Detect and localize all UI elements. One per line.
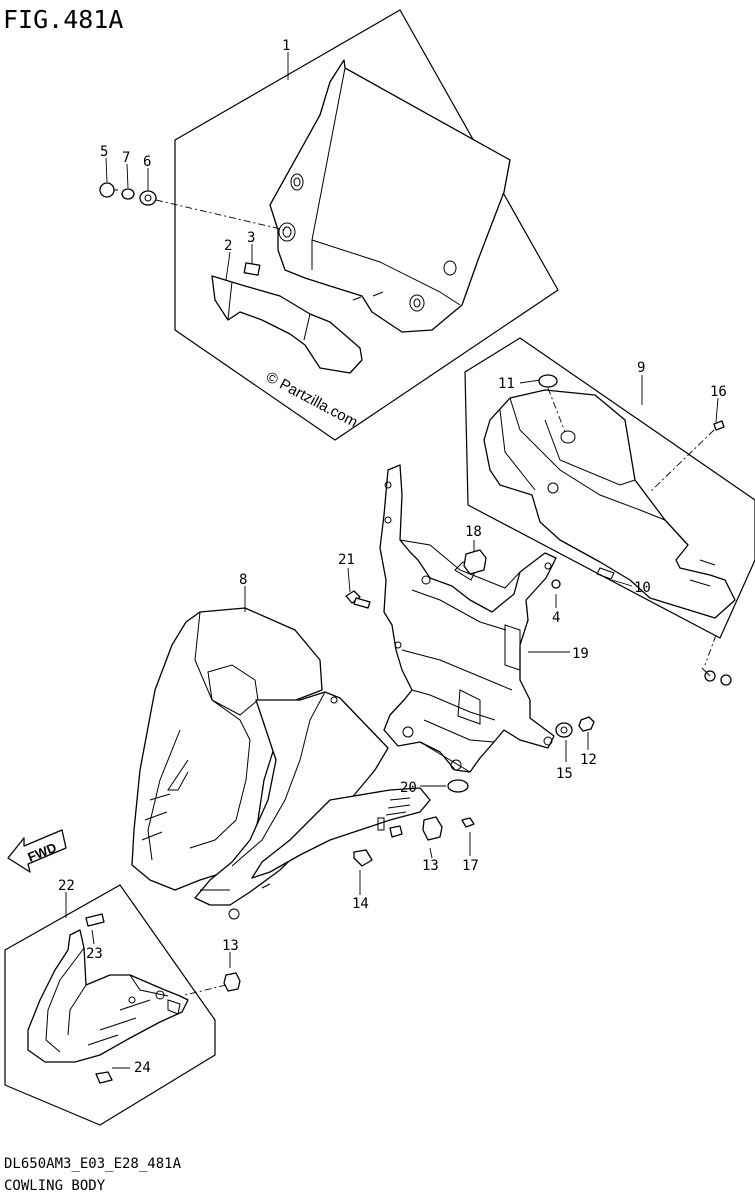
screw-part-16 (713, 420, 725, 431)
figure-caption: COWLING BODY (4, 1178, 106, 1194)
callout-5: 5 (100, 144, 108, 160)
callout-9: 9 (637, 360, 645, 376)
forward-direction-arrow: FWD (7, 829, 67, 873)
clip-part-24 (95, 1071, 113, 1084)
cowling-bracket-group (345, 464, 595, 793)
callout-numbers: 1 2 3 4 5 6 7 8 9 10 11 12 13 13 14 15 1… (58, 38, 727, 1076)
callout-10: 10 (634, 580, 651, 596)
grommet-part-11 (538, 374, 558, 388)
deflector-part-2 (211, 275, 363, 374)
group-22-boundary (4, 884, 216, 1126)
upper-cowl-group (131, 586, 475, 920)
callout-7: 7 (122, 150, 130, 166)
callout-19: 19 (572, 646, 589, 662)
callout-6: 6 (143, 154, 151, 170)
callout-4: 4 (552, 610, 560, 626)
bolt-part-12 (578, 716, 595, 732)
label-part-23 (85, 913, 105, 927)
meter-panel-part (483, 389, 736, 619)
side-cowl-panel (194, 691, 389, 906)
callout-22: 22 (58, 878, 75, 894)
callout-11: 11 (498, 376, 515, 392)
bolt-part-center (389, 825, 403, 838)
figure-title: FIG.481A (3, 5, 123, 34)
bracket-part-19 (379, 464, 557, 773)
nut-part-13 (422, 816, 443, 841)
callout-23: 23 (86, 946, 103, 962)
windscreen-part (269, 59, 511, 333)
lower-cowl-group (4, 884, 241, 1126)
callout-16: 16 (710, 384, 727, 400)
windscreen-group: © Partzilla.com (99, 9, 559, 441)
nut-part-6 (139, 190, 157, 206)
label-part-3 (243, 262, 261, 276)
callout-18: 18 (465, 524, 482, 540)
callout-21: 21 (338, 552, 355, 568)
grommet-part-18 (463, 549, 487, 575)
model-code: DL650AM3_E03_E28_481A (4, 1156, 182, 1172)
grommet-part-20 (447, 779, 469, 793)
screw-part-17 (461, 817, 475, 828)
collar-part-15 (555, 722, 573, 738)
callout-2: 2 (224, 238, 232, 254)
callout-24: 24 (134, 1060, 151, 1076)
group-1-boundary (174, 9, 559, 441)
callout-14: 14 (352, 896, 369, 912)
group-9-boundary (464, 337, 755, 639)
meter-panel-group (464, 337, 755, 686)
callout-3: 3 (247, 230, 255, 246)
callout-8: 8 (239, 572, 247, 588)
watermark: © Partzilla.com (263, 369, 360, 431)
callout-1: 1 (282, 38, 290, 54)
nut-part-14 (353, 849, 373, 867)
callout-12: 12 (580, 752, 597, 768)
bolt-part-21 (345, 590, 361, 604)
callout-20: 20 (400, 780, 417, 796)
nut-part-13-lower (223, 972, 241, 992)
callout-13: 13 (422, 858, 439, 874)
nut-part-4 (551, 579, 561, 589)
screw-part-5 (99, 182, 115, 198)
inner-bracket (251, 787, 431, 879)
callout-17: 17 (462, 858, 479, 874)
washer-part-7 (121, 188, 135, 200)
callout-15: 15 (556, 766, 573, 782)
callout-13-lower: 13 (222, 938, 239, 954)
